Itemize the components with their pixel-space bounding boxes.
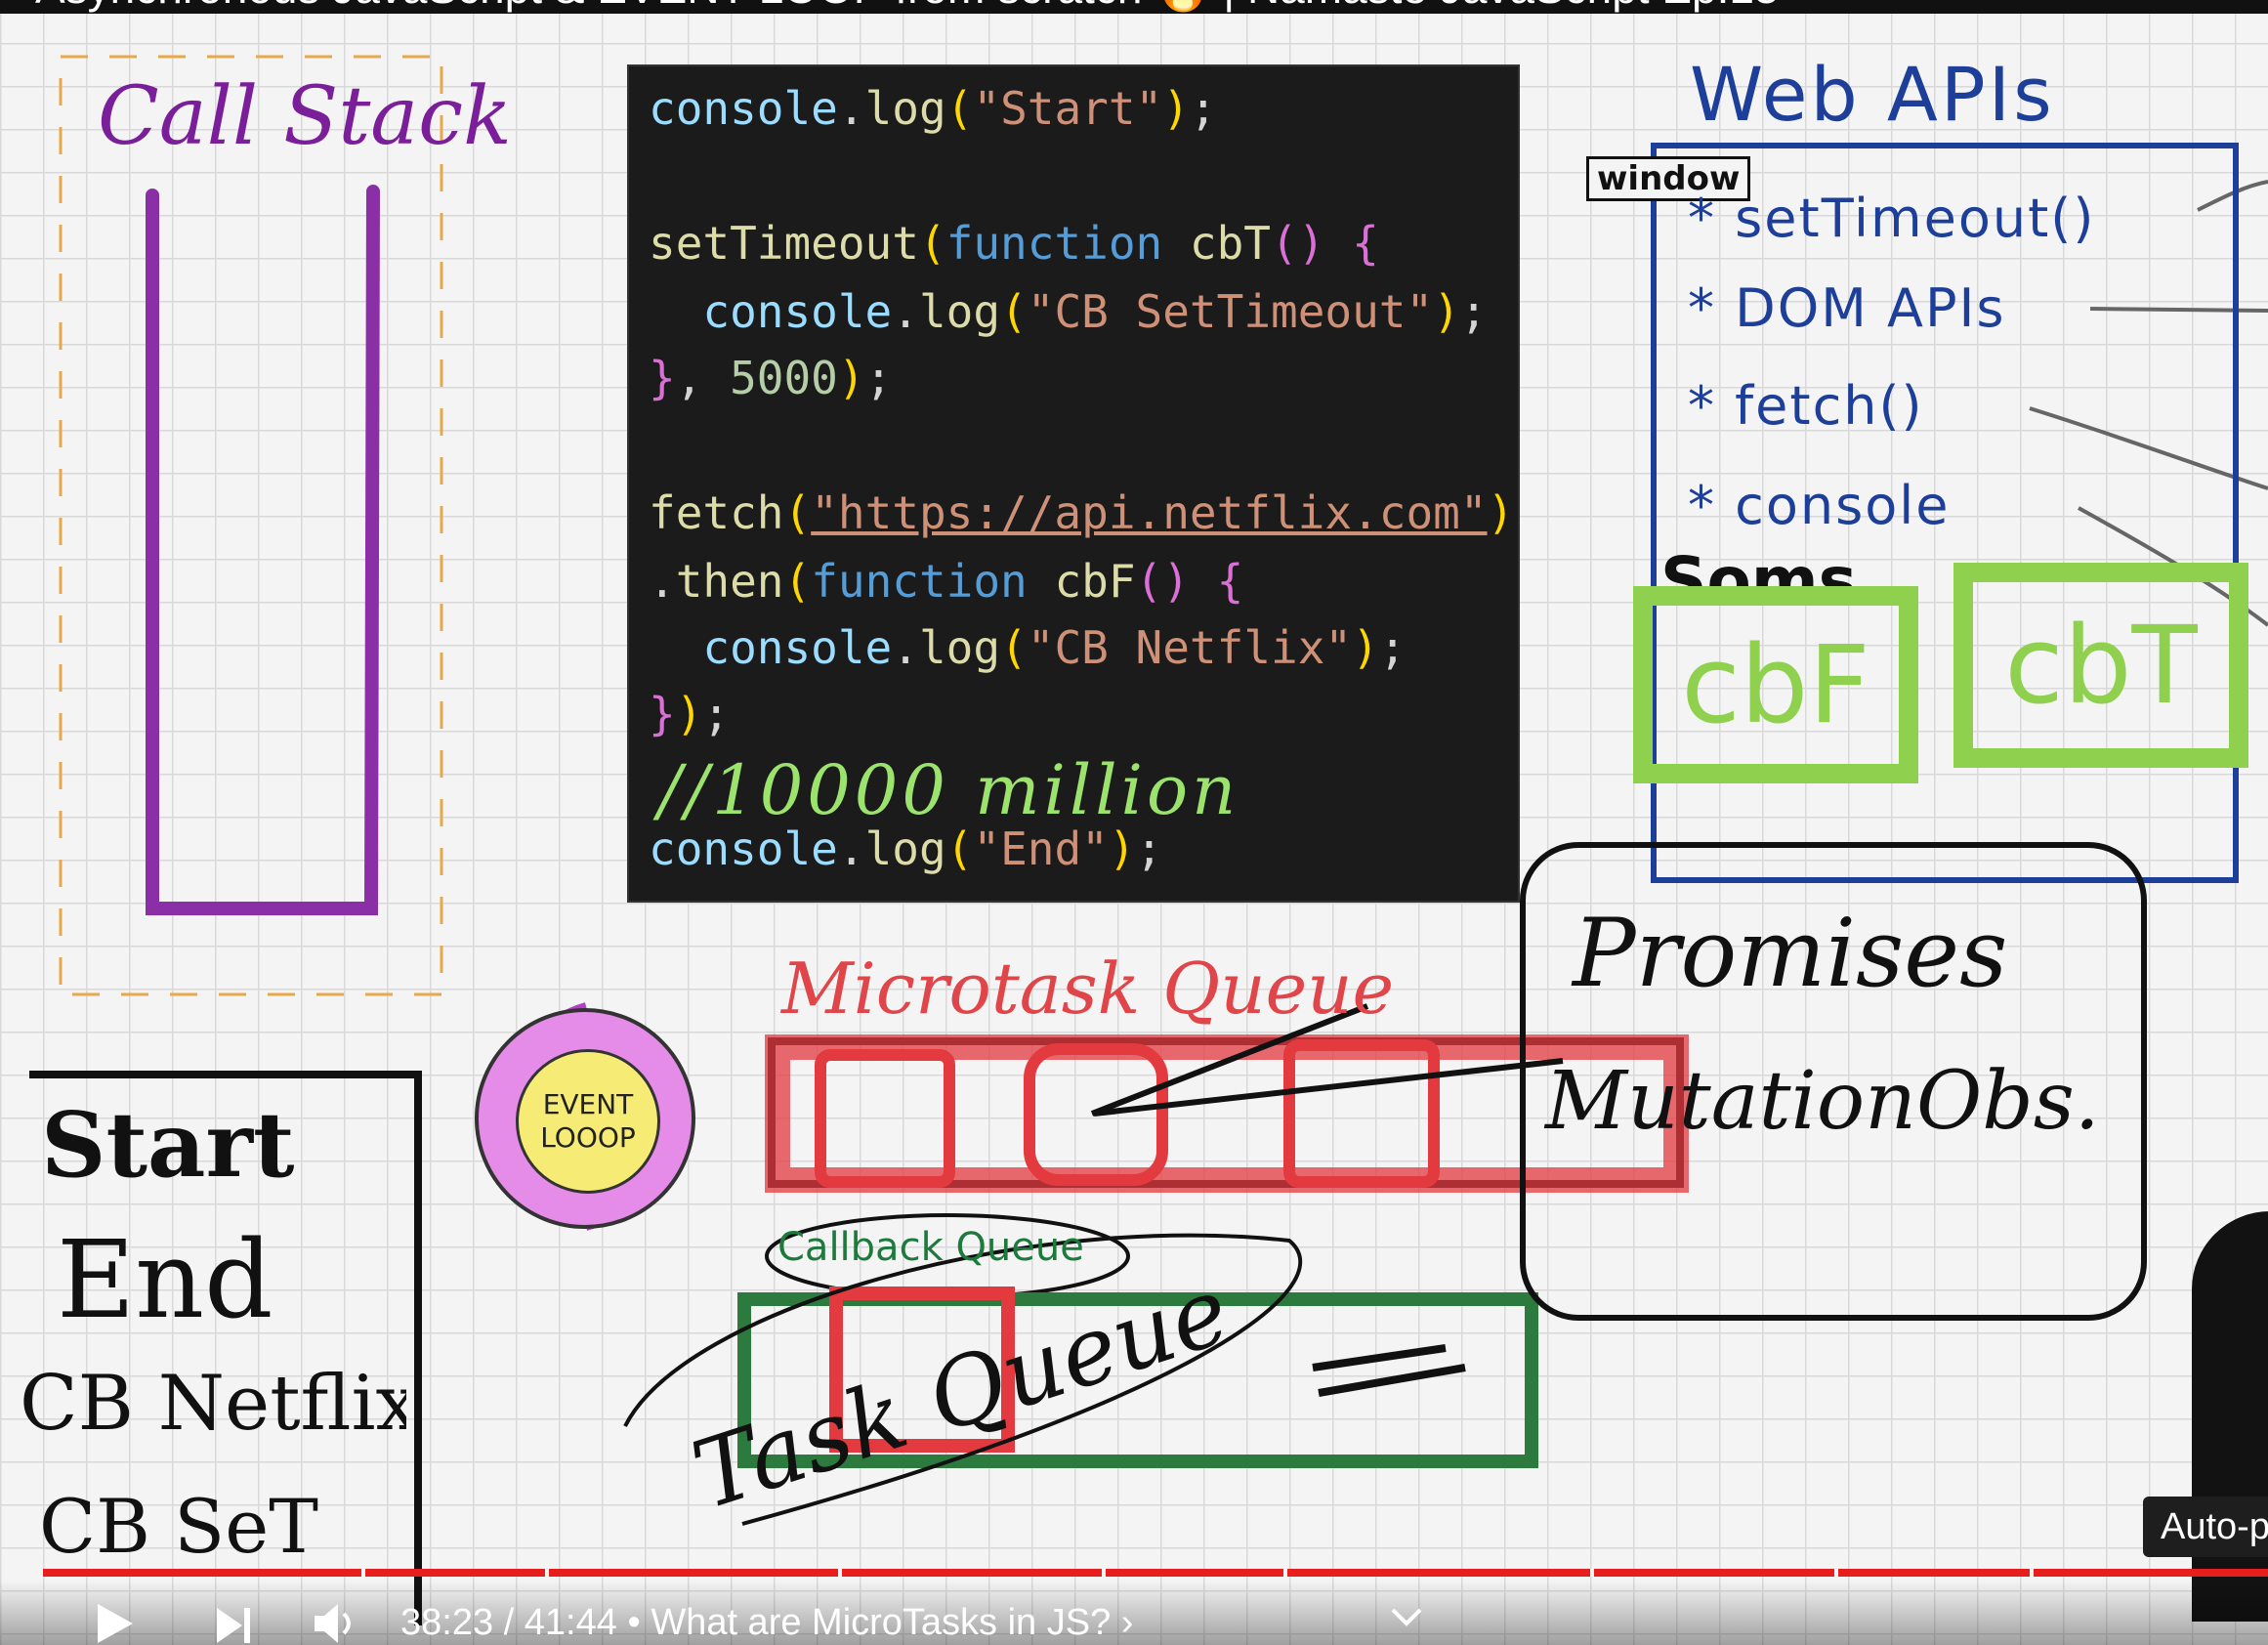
handwritten-loop-note: //10000 million (658, 750, 1240, 830)
strike-line (1090, 1003, 1369, 1117)
task-queue-scribble (623, 1233, 1302, 1526)
microtask-queue-title: Microtask Queue (781, 948, 1395, 1030)
scribble-lines (1312, 1344, 1466, 1397)
strike-line (1093, 1058, 1564, 1117)
code-line: console.log("CB Netflix"); (702, 621, 1407, 674)
next-icon[interactable] (213, 1606, 256, 1645)
web-api-item: * fetch() (1688, 375, 1924, 437)
console-line: CB Netflix (20, 1360, 406, 1448)
microtask-slot (815, 1049, 955, 1188)
code-line: console.log("Start"); (649, 82, 1217, 135)
total-time: 41:44 (524, 1602, 617, 1643)
call-stack-dashed-border (59, 55, 443, 996)
current-time: 38:23 (400, 1602, 494, 1643)
chapter-divider (545, 1569, 549, 1577)
web-apis-box (1651, 143, 2239, 883)
event-loop-icon: EVENT LOOOP (475, 1008, 695, 1229)
window-label: window (1586, 156, 1751, 201)
chapter-divider (1102, 1569, 1106, 1577)
task-queue-slot (829, 1286, 1015, 1453)
code-line: setTimeout(function cbT() { (649, 217, 1379, 270)
call-stack-title: Call Stack (98, 70, 512, 163)
registered-note: Soms (1660, 543, 1857, 618)
console-line: End (57, 1217, 273, 1342)
code-line: console.log("CB SetTimeout"); (702, 285, 1488, 338)
video-title-bar: Asynchronous JavaScript & EVENT LOOP fro… (0, 0, 2268, 14)
progress-bar[interactable] (43, 1569, 2268, 1577)
presenter-silhouette (2192, 1211, 2268, 1622)
promises-box (1520, 842, 2147, 1321)
chapter-divider (2030, 1569, 2034, 1577)
code-editor-panel: console.log("Start"); setTimeout(functio… (627, 64, 1520, 903)
task-queue-box (737, 1292, 1538, 1468)
time-display: 38:23 / 41:44 • What are MicroTasks in J… (400, 1602, 1134, 1643)
callback-cbf-box: cbF (1633, 586, 1918, 783)
chapter-divider (1283, 1569, 1287, 1577)
web-api-item: * setTimeout() (1688, 188, 2096, 249)
microtask-slot (1024, 1043, 1168, 1186)
code-line: console.log("End"); (649, 822, 1163, 875)
chapter-divider (838, 1569, 842, 1577)
chevron-down-icon[interactable] (1389, 1606, 1424, 1629)
promises-label: Promises (1573, 899, 2008, 1008)
web-api-item: * console (1688, 475, 1951, 536)
autoplay-toggle[interactable]: Auto-p (2143, 1497, 2268, 1557)
web-api-item: * DOM APIs (1688, 277, 2006, 339)
microtask-slot (1283, 1039, 1440, 1188)
microtask-queue-highlight (765, 1034, 1689, 1193)
event-loop-label: EVENT LOOOP (516, 1049, 660, 1194)
chapter-title[interactable]: What are MicroTasks in JS? (651, 1602, 1112, 1643)
console-line: Start (41, 1092, 295, 1198)
callback-queue-title: Callback Queue (777, 1225, 1084, 1270)
video-title: Asynchronous JavaScript & EVENT LOOP fro… (35, 0, 1780, 14)
connector-line (2029, 406, 2268, 490)
call-stack-container (146, 185, 380, 915)
play-icon[interactable] (94, 1602, 137, 1645)
code-line: }); (649, 688, 731, 740)
console-line: CB SeT (39, 1483, 318, 1570)
code-line: fetch("https://api.netflix.com") (649, 486, 1515, 539)
console-output-box (29, 1071, 422, 1625)
callback-cbt-box: cbT (1953, 563, 2248, 768)
chapter-divider (1590, 1569, 1594, 1577)
chapter-divider (1834, 1569, 1838, 1577)
player-control-bar (0, 1581, 2268, 1645)
code-line: }, 5000); (649, 352, 893, 404)
chapter-divider (361, 1569, 365, 1577)
volume-icon[interactable] (313, 1602, 361, 1645)
web-apis-title: Web APIs (1690, 51, 2055, 138)
mutation-observer-label: MutationObs. (1545, 1055, 2100, 1148)
code-line: .then(function cbF() { (649, 555, 1244, 608)
